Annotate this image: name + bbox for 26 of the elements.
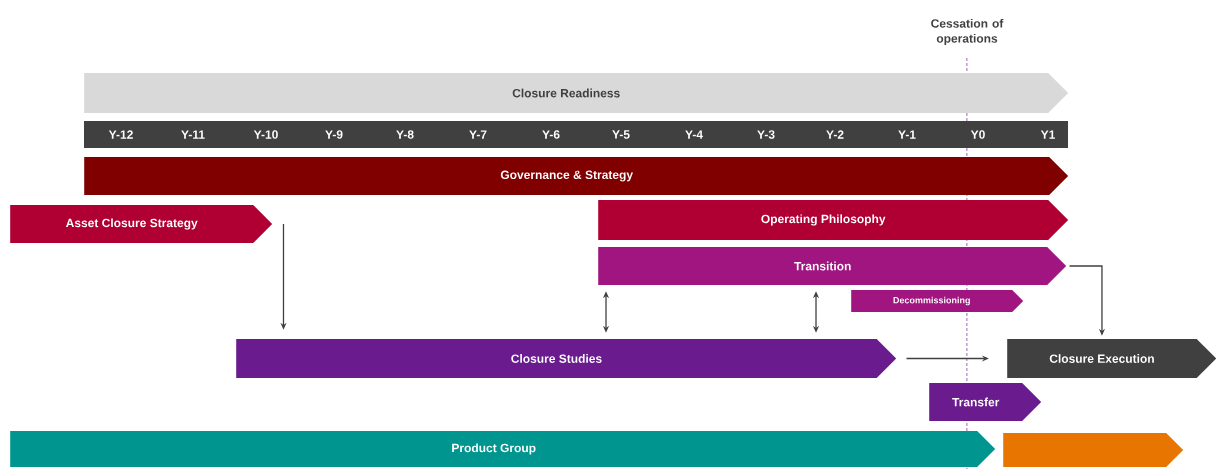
phase-band: Closure Execution: [1007, 339, 1216, 378]
year-label: Y-10: [253, 130, 278, 139]
phase-band: Closure Readiness: [84, 73, 1069, 113]
cessation-label: Cessation of operations: [931, 18, 1004, 46]
year-label: Y-3: [757, 130, 775, 139]
year-label: Y-11: [181, 130, 205, 139]
year-label: Y-9: [325, 130, 343, 139]
phase-band: Transfer: [929, 383, 1042, 421]
phase-band: Governance & Strategy: [84, 157, 1069, 195]
phase-band: Closure Studies: [236, 339, 897, 378]
year-label: Y-4: [685, 130, 703, 139]
year-label: Y-8: [396, 130, 414, 139]
phase-band: Operating Philosophy: [598, 200, 1069, 240]
year-label: Y-2: [826, 130, 844, 139]
phase-band: Product Group: [10, 431, 996, 467]
phase-band: Asset Closure Strategy: [10, 205, 273, 243]
year-label: Y-12: [108, 130, 133, 139]
year-label: Y-5: [612, 130, 630, 139]
year-label: Y-1: [898, 130, 916, 139]
phase-band: [1003, 433, 1184, 467]
year-label: Y0: [970, 130, 985, 139]
year-label: Y-6: [542, 130, 560, 139]
year-label: Y1: [1040, 130, 1055, 139]
year-label: Y-7: [469, 130, 487, 139]
phase-band: Decommissioning: [851, 290, 1024, 312]
phase-band: Transition: [598, 247, 1067, 285]
